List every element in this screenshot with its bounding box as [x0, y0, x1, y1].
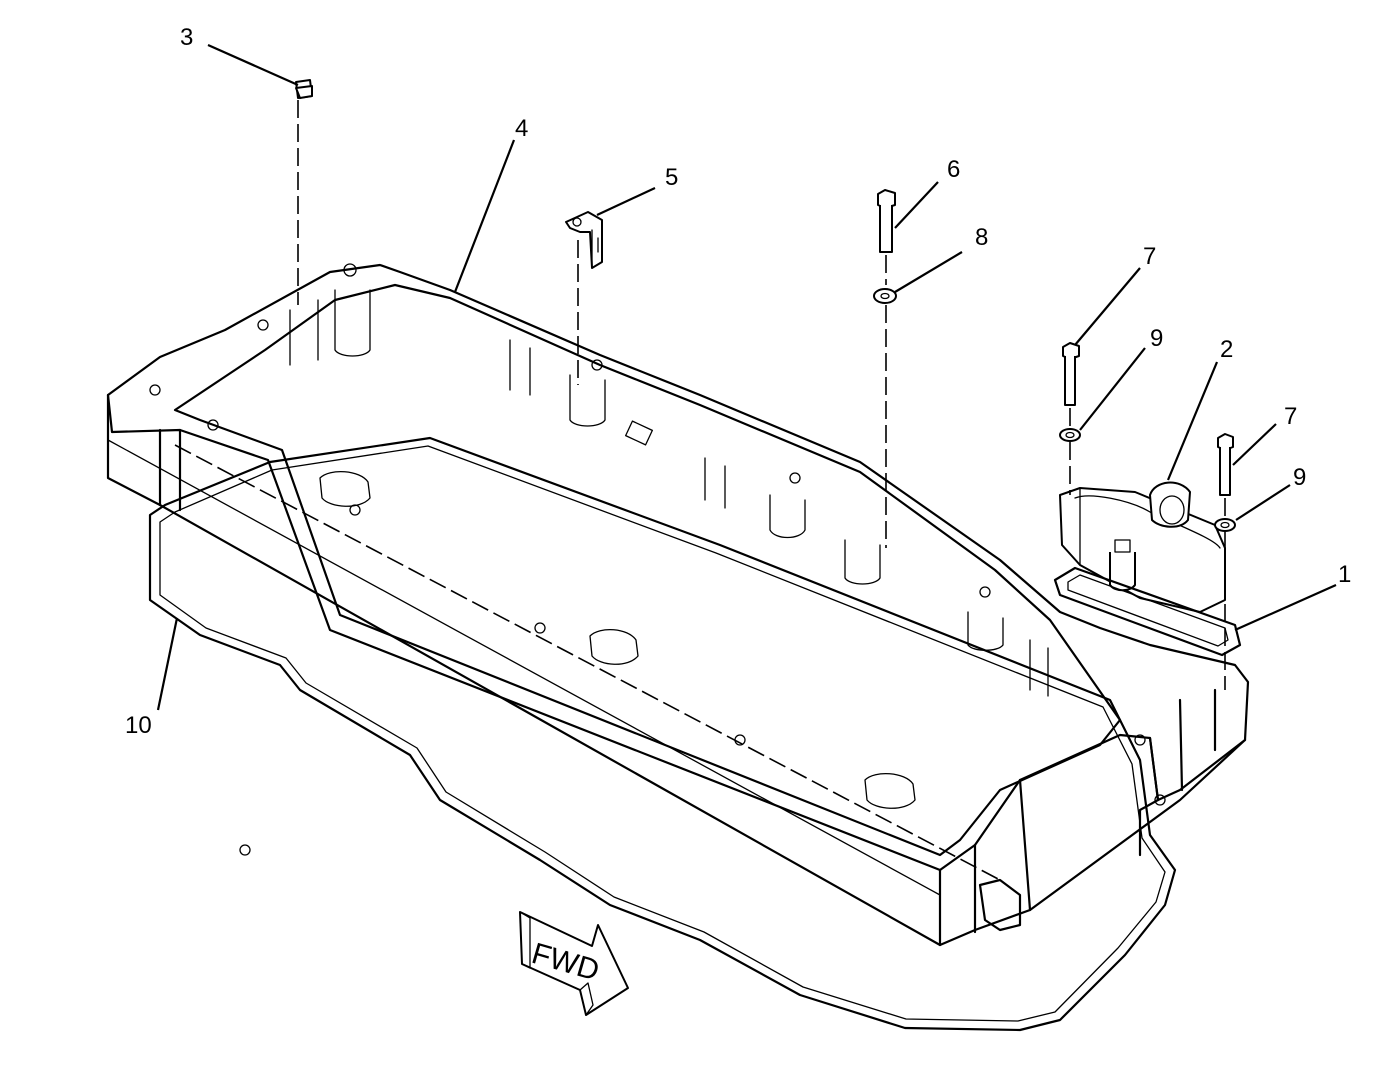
leader-lines: [156, 43, 1337, 711]
callout-6: 6: [947, 156, 960, 183]
valve-cover-base: [106, 263, 1250, 947]
plug: [295, 79, 313, 305]
callout-9: 9: [1293, 464, 1306, 491]
callout-labels: 1 2 3 4 5 6 7 7 8 9 9 10: [125, 24, 1351, 739]
bolts-and-washers-7-9: [1059, 342, 1236, 690]
callout-5: 5: [665, 164, 678, 191]
callout-3: 3: [180, 24, 193, 51]
callout-7: 7: [1284, 403, 1297, 430]
breather-gasket: [1053, 566, 1242, 657]
breather-housing: [1059, 481, 1226, 613]
callout-7: 7: [1143, 243, 1156, 270]
callout-2: 2: [1220, 336, 1233, 363]
callout-10: 10: [125, 712, 152, 739]
clip-bracket: [565, 211, 603, 385]
callout-4: 4: [515, 115, 528, 142]
forward-arrow-icon: FWD: [519, 911, 629, 1016]
callout-9: 9: [1150, 325, 1163, 352]
bolt-and-washer-6-8: [873, 189, 897, 548]
gasket-seal: [148, 436, 1177, 1032]
callout-1: 1: [1338, 561, 1351, 588]
callout-8: 8: [975, 224, 988, 251]
